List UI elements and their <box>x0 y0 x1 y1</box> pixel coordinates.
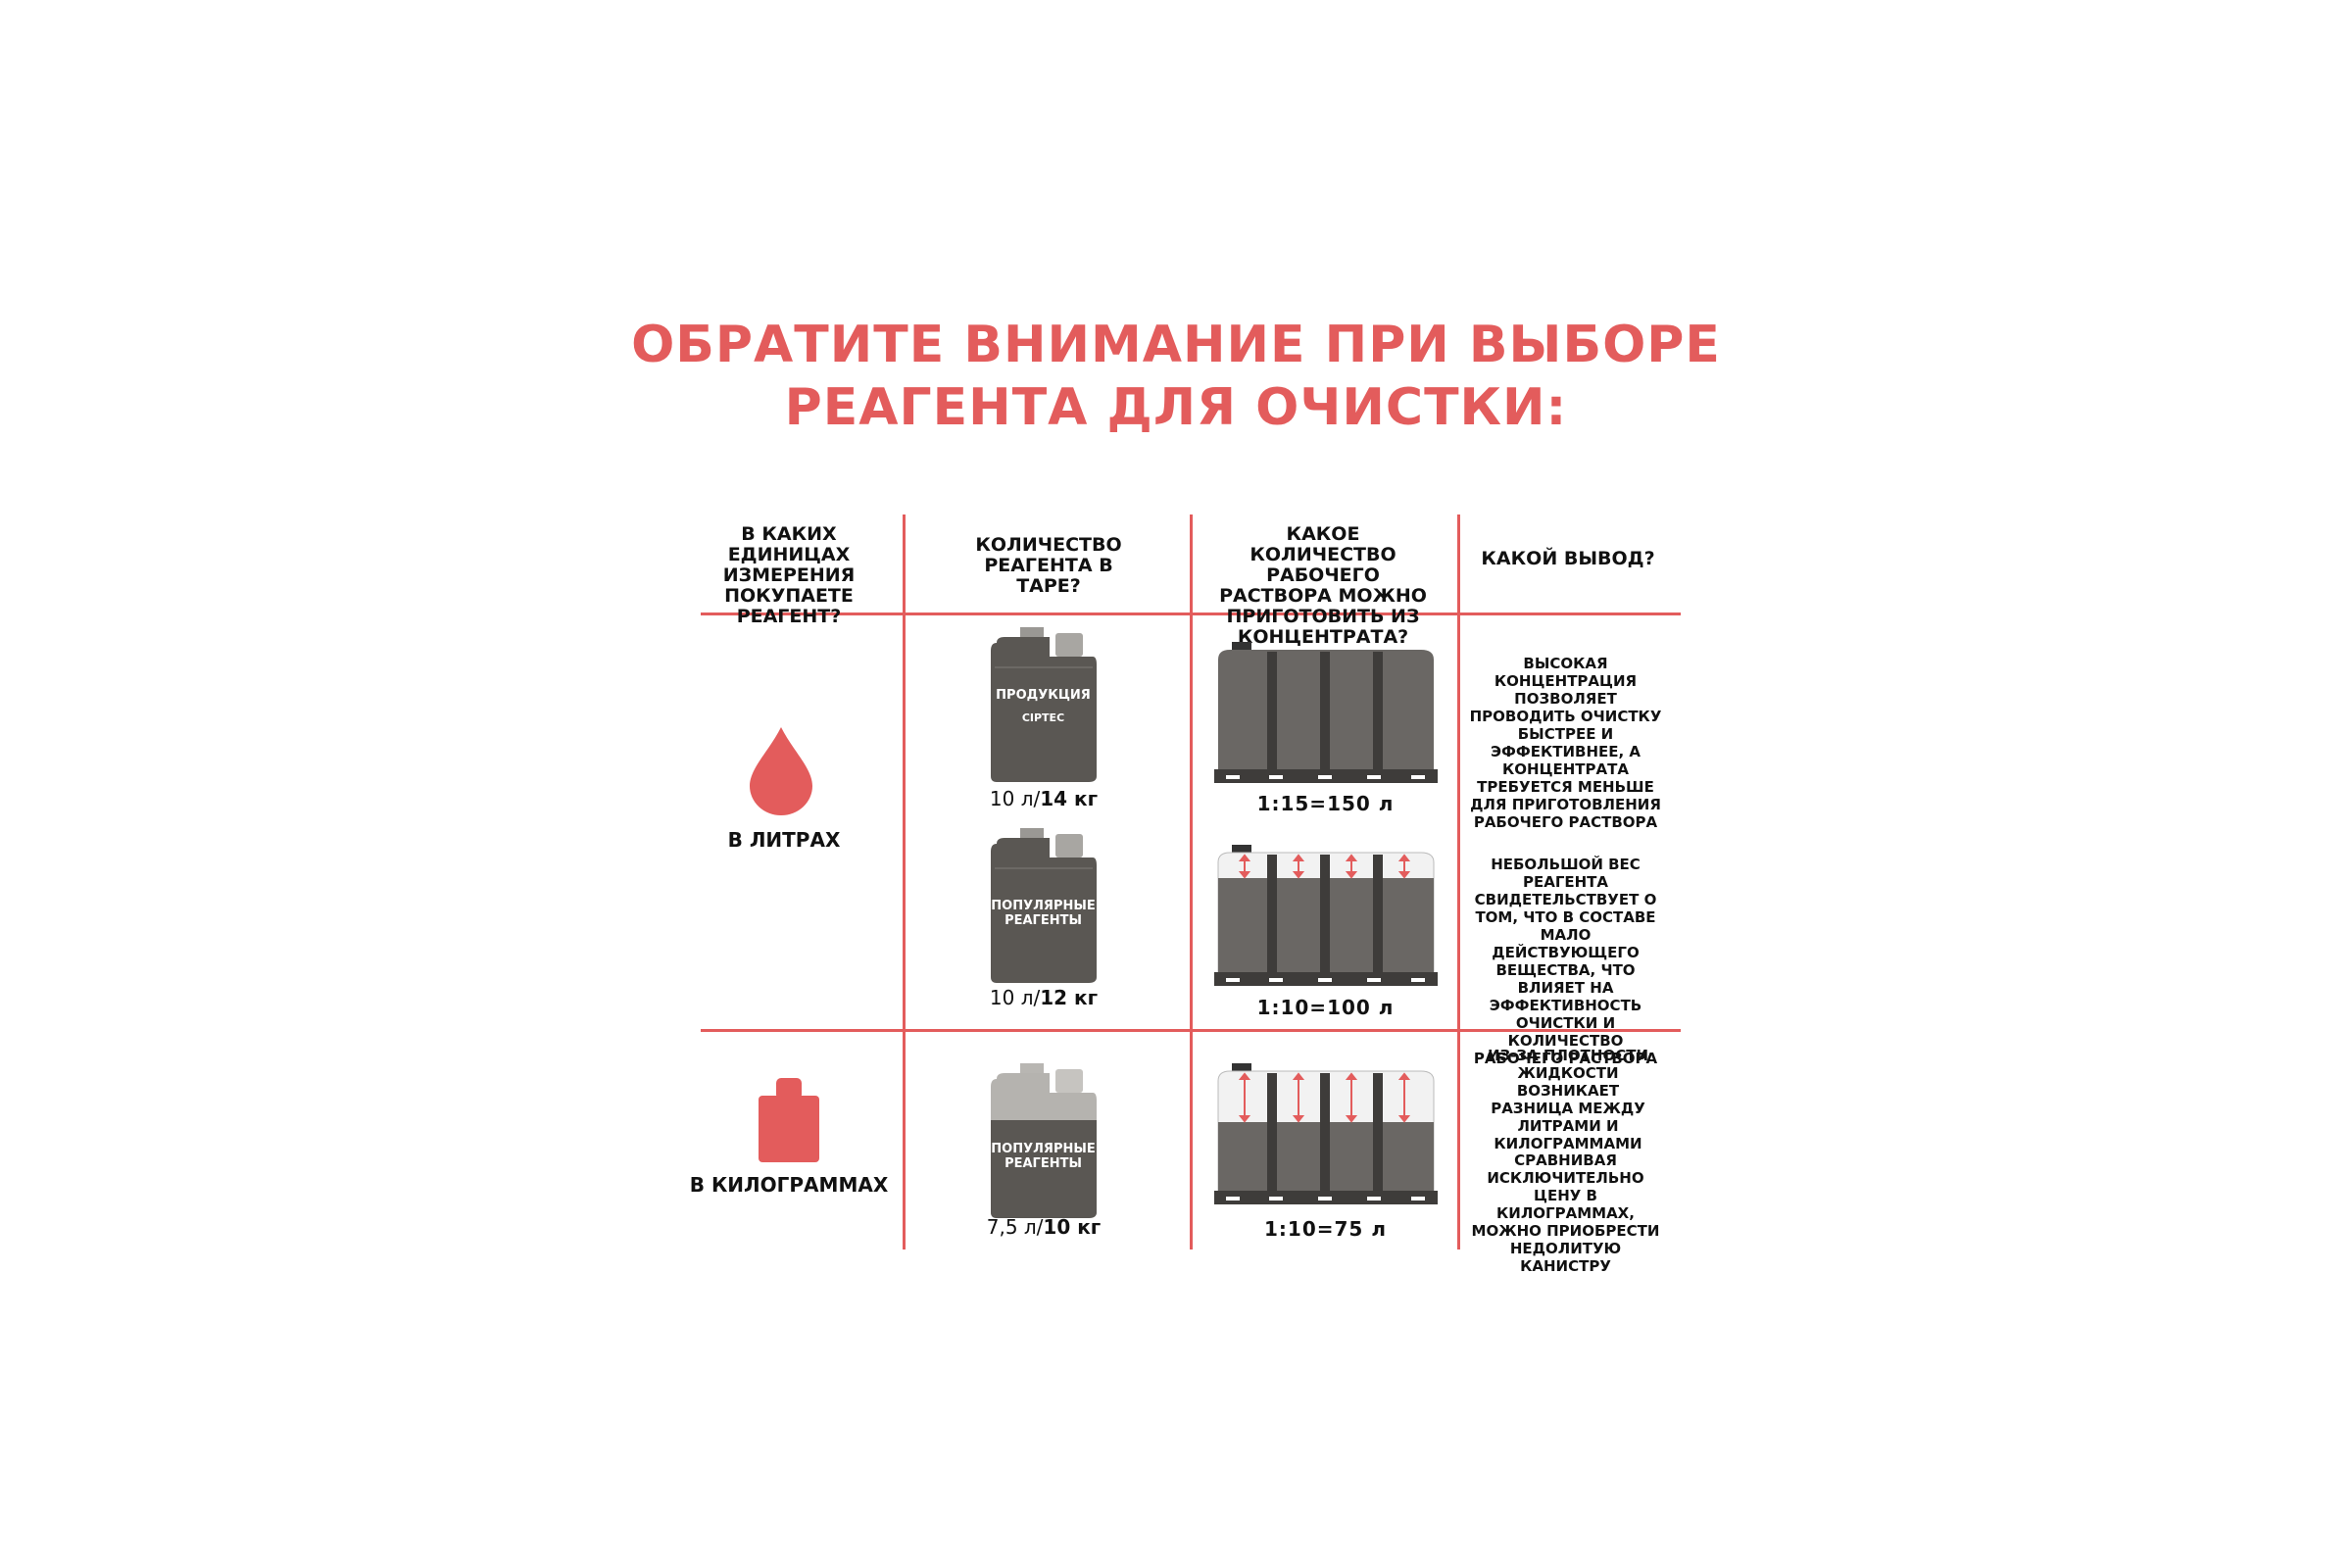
header-solution: КАКОЕ КОЛИЧЕСТВО РАБОЧЕГО РАСТВОРА МОЖНО… <box>1219 523 1427 648</box>
unit-liters-label: В ЛИТРАХ <box>727 828 841 852</box>
header-conclusion: КАКОЙ ВЫВОД? <box>1481 548 1655 569</box>
capacity-1: 10 л/14 кг <box>965 787 1122 810</box>
header-units: В КАКИХ ЕДИНИЦАХ ИЗМЕРЕНИЯ ПОКУПАЕТЕ РЕА… <box>722 523 856 627</box>
capacity-2: 10 л/12 кг <box>965 986 1122 1009</box>
page-title: ОБРАТИТЕ ВНИМАНИЕ ПРИ ВЫБОРЕ РЕАГЕНТА ДЛ… <box>0 314 2352 439</box>
canister-ciptec: ПРОДУКЦИЯ CIPTEC <box>987 627 1100 784</box>
column-divider-3 <box>1457 514 1460 1250</box>
ratio-3: 1:10=75 л <box>1264 1217 1387 1241</box>
conclusion-3b: СРАВНИВАЯ ИСКЛЮЧИТЕЛЬНО ЦЕНУ В КИЛОГРАММ… <box>1471 1152 1660 1275</box>
capacity-weight: 12 кг <box>1040 986 1099 1009</box>
ratio-1: 1:15=150 л <box>1256 792 1395 815</box>
column-divider-1 <box>903 514 906 1250</box>
ratio-2: 1:10=100 л <box>1256 996 1395 1019</box>
weight-icon <box>755 1076 823 1164</box>
conclusion-3a: ИЗ-ЗА ПЛОТНОСТИ ЖИДКОСТИ ВОЗНИКАЕТ РАЗНИ… <box>1487 1047 1649 1152</box>
conclusion-1: ВЫСОКАЯ КОНЦЕНТРАЦИЯ ПОЗВОЛЯЕТ ПРОВОДИТЬ… <box>1469 655 1662 831</box>
canister-label: ПОПУЛЯРНЫЕ РЕАГЕНТЫ <box>991 899 1096 928</box>
canister-label: ПОПУЛЯРНЫЕ РЕАГЕНТЫ <box>991 1142 1096 1171</box>
header-quantity: КОЛИЧЕСТВО РЕАГЕНТА В ТАРЕ? <box>975 534 1122 597</box>
capacity-3: 7,5 л/10 кг <box>965 1215 1122 1239</box>
capacity-weight: 14 кг <box>1040 787 1099 810</box>
title-line-2: РЕАГЕНТА ДЛЯ ОЧИСТКИ: <box>784 378 1568 437</box>
capacity-volume: 10 л/ <box>989 787 1041 810</box>
tank-half <box>1210 1063 1441 1210</box>
column-divider-2 <box>1190 514 1193 1250</box>
capacity-weight: 10 кг <box>1043 1215 1102 1239</box>
conclusion-2: НЕБОЛЬШОЙ ВЕС РЕАГЕНТА СВИДЕТЕЛЬСТВУЕТ О… <box>1473 856 1658 1067</box>
drop-icon <box>748 725 814 815</box>
tank-full <box>1210 642 1441 789</box>
canister-brand: CIPTEC <box>1021 711 1065 724</box>
canister-label: ПРОДУКЦИЯ <box>996 688 1091 703</box>
unit-kilograms-label: В КИЛОГРАММАХ <box>689 1173 889 1197</box>
canister-popular-1: ПОПУЛЯРНЫЕ РЕАГЕНТЫ <box>987 828 1100 985</box>
canister-popular-2: ПОПУЛЯРНЫЕ РЕАГЕНТЫ <box>987 1063 1100 1220</box>
title-line-1: ОБРАТИТЕ ВНИМАНИЕ ПРИ ВЫБОРЕ <box>631 316 1721 374</box>
capacity-volume: 7,5 л/ <box>986 1215 1044 1239</box>
tank-partial <box>1210 845 1441 992</box>
capacity-volume: 10 л/ <box>989 986 1041 1009</box>
